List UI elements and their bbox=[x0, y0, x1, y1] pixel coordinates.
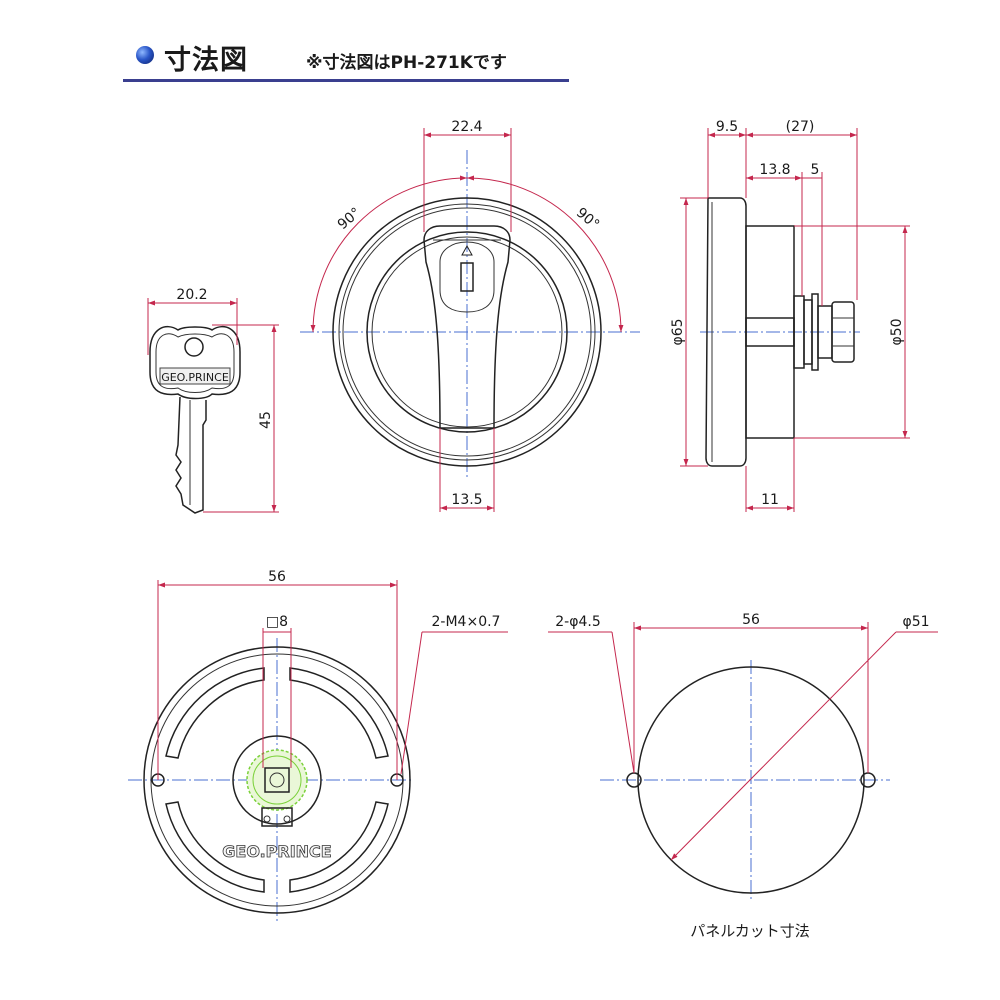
panel-cut-caption: パネルカット寸法 bbox=[690, 922, 810, 940]
panel-cut-view: 56 2-φ4.5 φ51 パネルカット寸法 bbox=[548, 612, 938, 940]
side-11-label: 11 bbox=[761, 492, 779, 508]
angle-right-label: 90° bbox=[573, 205, 602, 233]
bullet-icon bbox=[136, 46, 154, 64]
cut-56-label: 56 bbox=[742, 612, 760, 628]
back-m4-label: 2-M4×0.7 bbox=[432, 614, 501, 630]
key-blade bbox=[175, 396, 207, 514]
back-56-label: 56 bbox=[268, 569, 286, 585]
cam-highlight bbox=[246, 749, 308, 811]
key-head bbox=[149, 325, 241, 400]
side-diam65-label: φ65 bbox=[670, 318, 686, 345]
panel-cut-circle bbox=[637, 666, 865, 894]
back-brand: GEO.PRINCE bbox=[222, 842, 331, 861]
cut-hole-label: 2-φ4.5 bbox=[555, 614, 600, 630]
page-title: 寸法図 bbox=[164, 45, 248, 76]
side-13-8-label: 13.8 bbox=[759, 162, 790, 178]
front-handle-width-label: 13.5 bbox=[451, 492, 482, 508]
side-27-label: (27) bbox=[786, 119, 815, 135]
model-note: ※寸法図はPH-271Kです bbox=[306, 53, 507, 73]
cut-diam51-label: φ51 bbox=[902, 614, 929, 630]
key-brand: GEO.PRINCE bbox=[161, 371, 229, 384]
front-view: 22.4 13.5 90° 90° bbox=[300, 119, 640, 512]
back-sq8-label: □8 bbox=[266, 614, 288, 630]
header: 寸法図 ※寸法図はPH-271Kです bbox=[0, 0, 1000, 90]
header-rule bbox=[123, 79, 569, 82]
side-view: 9.5 (27) 13.8 5 φ65 φ50 11 bbox=[670, 119, 910, 512]
key-width-label: 20.2 bbox=[176, 287, 207, 303]
key-length-label: 45 bbox=[258, 411, 274, 429]
side-5-label: 5 bbox=[811, 162, 820, 178]
key-view: GEO.PRINCE 20.2 45 bbox=[147, 287, 279, 514]
side-flange bbox=[705, 197, 747, 467]
side-diam50-label: φ50 bbox=[889, 318, 905, 345]
back-view: GEO.PRINCE 56 □8 2-M4×0.7 bbox=[128, 569, 508, 922]
key-hole bbox=[184, 337, 204, 357]
side-9-5-label: 9.5 bbox=[716, 119, 738, 135]
angle-left-label: 90° bbox=[335, 205, 364, 233]
front-top-width-label: 22.4 bbox=[451, 119, 482, 135]
